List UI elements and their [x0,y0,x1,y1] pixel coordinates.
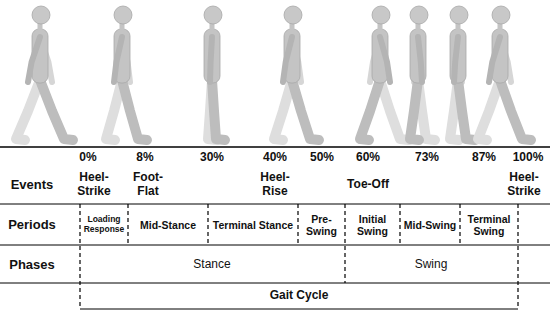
percent-label: 50% [302,151,342,165]
table-rule [0,245,550,246]
period-label: Mid-Swing [402,219,458,231]
dashed-divider [459,204,460,245]
period-label: Pre-Swing [300,213,344,237]
arm [114,37,122,82]
walking-figure [410,6,435,140]
walking-figure [204,6,225,140]
leg [292,80,319,140]
head [204,6,222,24]
walking-figure [106,6,147,140]
row-heading: Periods [2,218,62,233]
dashed-divider [79,204,80,309]
walking-figure [274,6,319,140]
period-label: Initial Swing [347,213,399,237]
head [410,6,428,24]
event-label: Toe-Off [343,178,393,192]
torso [114,29,130,83]
cycle-label: Gait Cycle [219,289,379,303]
period-label: Terminal Stance [209,219,297,231]
percent-label: 87% [464,151,504,165]
arm [210,37,212,82]
dashed-divider [399,204,400,245]
percent-label: 30% [192,151,232,165]
head [114,6,132,24]
arm [283,37,292,82]
torso [450,29,466,83]
dashed-divider [297,204,298,245]
percent-label: 40% [255,151,295,165]
walking-figure [478,6,531,140]
table-rule [0,204,550,205]
dashed-divider [127,204,128,245]
head [284,6,302,24]
walking-figure [16,6,73,140]
phase-label: Stance [152,258,272,272]
walking-figure [450,6,475,140]
event-label: Heel-Strike [499,171,549,199]
event-label: Heel-Rise [250,171,300,199]
leg [500,80,531,140]
head [450,6,468,24]
leg [212,80,225,140]
percent-label: 0% [68,151,108,165]
ghost-leg [478,80,500,140]
torso [204,29,220,83]
leg [122,80,147,140]
table-rule [80,309,518,310]
period-label: Mid-Stance [130,219,206,231]
torso [410,29,426,83]
leg [40,80,73,140]
arm [489,37,500,82]
dashed-divider [517,204,518,309]
event-label: Foot-Flat [123,171,173,199]
table-rule [0,283,550,284]
arm [418,37,422,82]
head [492,6,510,24]
period-label: Terminal Swing [461,213,517,237]
arm [454,37,458,82]
event-label: Heel-Strike [69,171,119,199]
head [32,6,50,24]
leg [360,80,380,140]
ghost-leg [380,80,409,140]
percent-label: 8% [125,151,165,165]
percent-label: 60% [348,151,388,165]
percent-label: 73% [407,151,447,165]
leg [410,80,419,140]
head [372,6,390,24]
phase-label: Swing [371,258,491,272]
ghost-leg [16,80,40,140]
leg [458,80,475,140]
percent-label: 100% [508,151,548,165]
walking-figure [360,6,409,140]
period-label: Loading Response [81,215,127,235]
arm [28,37,40,82]
row-heading: Events [2,178,62,193]
torso [284,29,300,83]
table-rule [0,146,550,148]
row-heading: Phases [2,258,62,273]
dashed-divider [207,204,208,245]
dashed-divider [344,204,345,283]
ghost-leg [274,80,292,140]
arm [380,37,390,82]
